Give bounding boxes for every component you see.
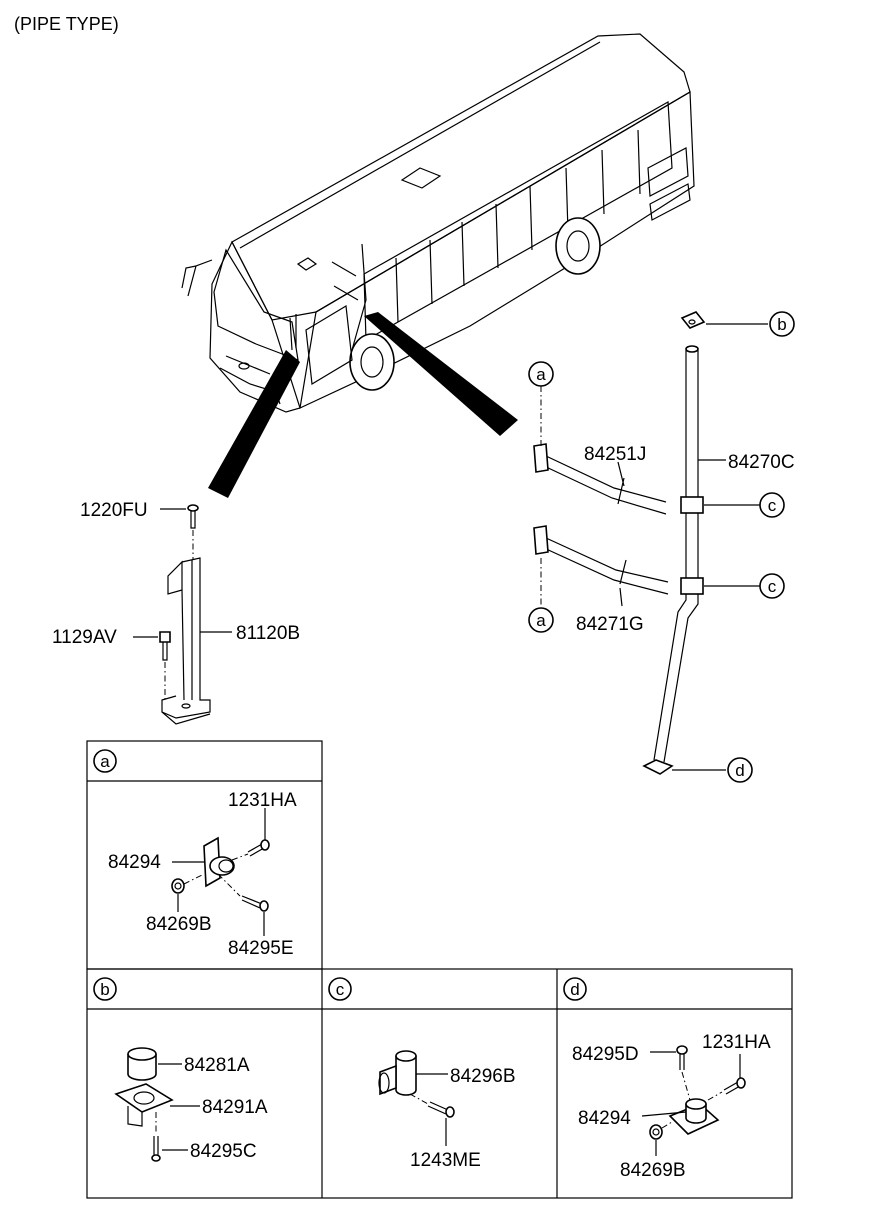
label-a-1231HA: 1231HA (228, 790, 297, 811)
label-81120B: 81120B (236, 623, 300, 644)
screw-1220FU (187, 504, 199, 560)
callout-a-bottom: a (528, 607, 554, 633)
label-1220FU: 1220FU (80, 500, 148, 521)
label-d-1231HA: 1231HA (702, 1032, 771, 1053)
diagram-title: (PIPE TYPE) (14, 14, 119, 34)
callout-d: d (727, 757, 753, 783)
callout-b: b (769, 311, 795, 337)
bolt-1129AV (159, 631, 171, 700)
detail-box-d: d 84295D 1231HA 84294 84269B (563, 977, 771, 1181)
svg-text:c: c (768, 496, 777, 515)
callout-c-bottom: c (759, 573, 785, 599)
detail-box-a: a 1231HA 84294 84269B 84295E (86, 740, 323, 970)
svg-text:a: a (536, 365, 546, 384)
label-d-84294: 84294 (578, 1108, 631, 1129)
label-b-84281A: 84281A (184, 1055, 250, 1076)
label-a-84269B: 84269B (146, 914, 212, 935)
detail-row-bcd (86, 968, 793, 1199)
label-a-84295E: 84295E (228, 938, 294, 959)
label-c-84296B: 84296B (450, 1066, 516, 1087)
detail-d-letter: d (570, 980, 579, 999)
detail-b-letter: b (100, 980, 109, 999)
detail-c-letter: c (336, 980, 345, 999)
callout-c-top: c (759, 492, 785, 518)
svg-text:c: c (768, 577, 777, 596)
label-d-84269B: 84269B (620, 1160, 686, 1181)
svg-text:a: a (536, 611, 546, 630)
label-c-1243ME: 1243ME (410, 1150, 481, 1171)
label-84271G: 84271G (576, 614, 644, 635)
post-assembly-81120B (159, 504, 211, 725)
label-a-84294: 84294 (108, 852, 161, 873)
callout-a-top: a (528, 361, 554, 387)
bus-illustration (181, 33, 695, 498)
svg-text:d: d (735, 761, 744, 780)
label-1129AV: 1129AV (52, 627, 117, 648)
pipe-assembly (533, 311, 706, 775)
detail-a-letter: a (100, 752, 110, 771)
label-84251J: 84251J (584, 444, 646, 465)
label-84270C: 84270C (728, 452, 795, 473)
svg-text:b: b (777, 315, 786, 334)
detail-box-c: c 84296B 1243ME (328, 977, 516, 1171)
detail-box-b: b 84281A 84291A 84295C (93, 977, 268, 1162)
label-b-84295C: 84295C (190, 1141, 257, 1162)
label-b-84291A: 84291A (202, 1097, 268, 1118)
label-d-84295D: 84295D (572, 1044, 639, 1065)
